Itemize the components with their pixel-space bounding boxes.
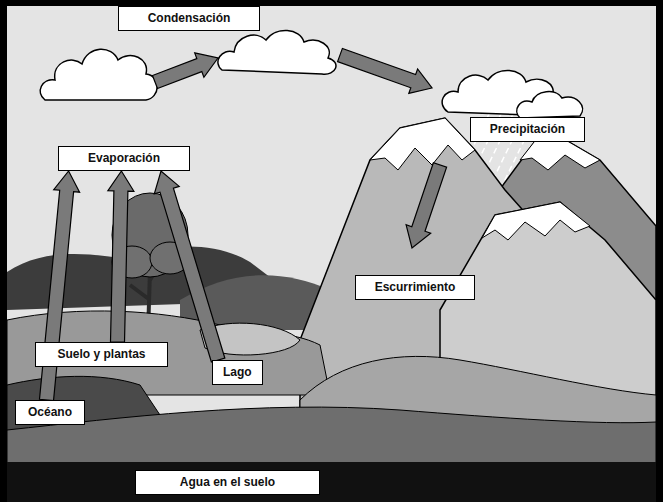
- ground: [7, 407, 656, 468]
- label-box: Escurrimiento: [355, 275, 475, 300]
- label-text: Evaporación: [88, 151, 160, 165]
- label-box: Lago: [212, 360, 263, 385]
- label-text: Escurrimiento: [375, 280, 456, 294]
- label-text: Océano: [28, 405, 72, 419]
- label-text: Suelo y plantas: [57, 347, 145, 361]
- label-text: Condensación: [148, 11, 231, 25]
- label-box: Océano: [15, 400, 85, 425]
- snow-cap: [370, 118, 475, 170]
- label-box: Condensación: [118, 6, 260, 31]
- label-text: Agua en el suelo: [180, 475, 275, 489]
- evaporation-arrow: [154, 171, 225, 362]
- evaporation-arrow: [108, 171, 134, 342]
- label-box: Evaporación: [58, 146, 190, 171]
- sky: [7, 6, 656, 468]
- label-box: Precipitación: [470, 117, 585, 142]
- label-box: Suelo y plantas: [35, 342, 168, 367]
- soil-band: [7, 462, 656, 502]
- label-text: Precipitación: [490, 122, 565, 136]
- cloud: [40, 30, 582, 118]
- label-box: Agua en el suelo: [135, 470, 320, 495]
- flow-arrow: [153, 53, 219, 89]
- snow-cap: [482, 202, 590, 240]
- flow-arrow: [406, 163, 447, 248]
- label-text: Lago: [223, 365, 252, 379]
- flow-arrow: [338, 48, 432, 93]
